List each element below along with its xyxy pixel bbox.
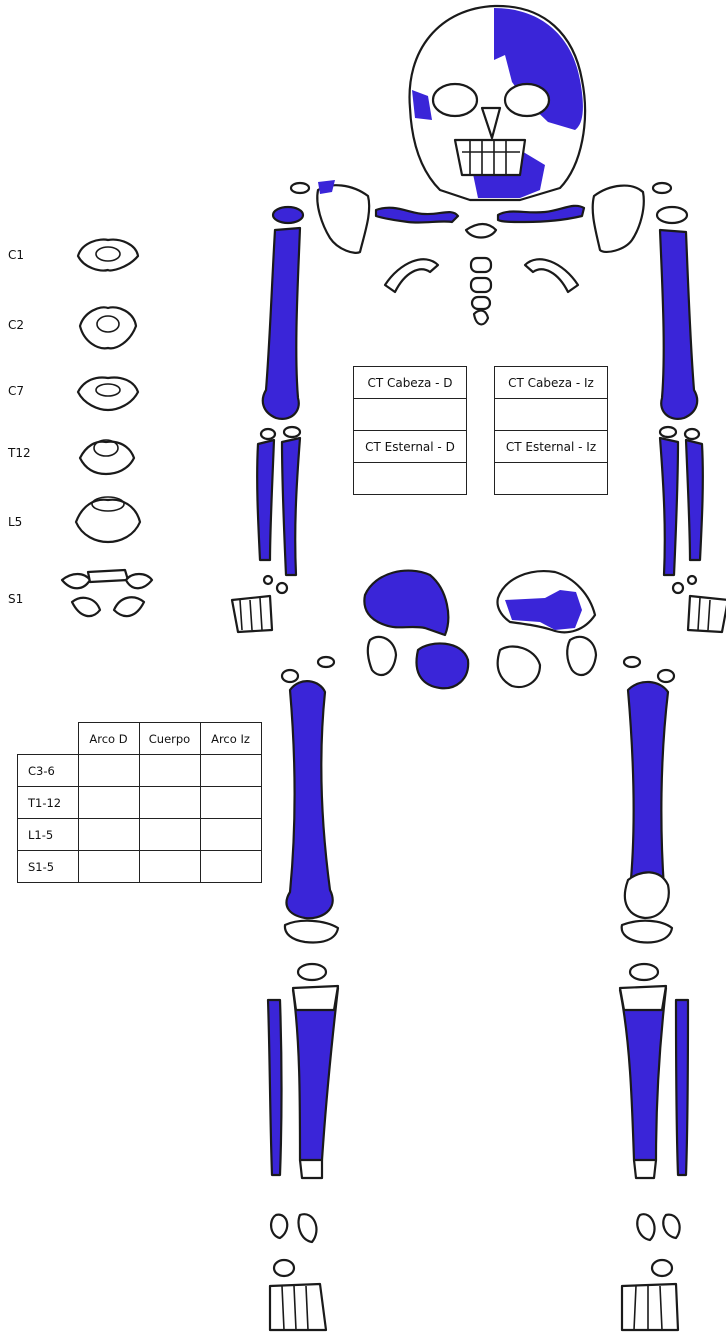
header-cuerpo: Cuerpo (139, 723, 200, 755)
ct-table-right: CT Cabeza - D CT Esternal - D (353, 366, 467, 495)
ct-cabeza-right-value[interactable] (354, 399, 467, 431)
right-arm (232, 207, 303, 632)
ct-table-left: CT Cabeza - Iz CT Esternal - Iz (494, 366, 608, 495)
vertebra-label-c7: C7 (8, 384, 24, 398)
vertebra-table: Arco D Cuerpo Arco Iz C3-6 T1-12 L1-5 S1… (17, 722, 262, 883)
right-leg (268, 657, 338, 1330)
vertebra-label-c2: C2 (8, 318, 24, 332)
table-corner (18, 723, 79, 755)
vertebrae-samples (62, 240, 152, 617)
row-label-c3-6: C3-6 (18, 755, 79, 787)
ct-esternal-left-value[interactable] (495, 463, 608, 495)
left-arm (657, 207, 726, 632)
cell-s1-5-cuerpo[interactable] (139, 851, 200, 883)
cell-t1-12-arco-d[interactable] (78, 787, 139, 819)
ct-esternal-right-value[interactable] (354, 463, 467, 495)
ct-esternal-right: CT Esternal - D (354, 431, 467, 463)
vertebra-label-l5: L5 (8, 515, 22, 529)
row-label-t1-12: T1-12 (18, 787, 79, 819)
left-leg (620, 657, 688, 1330)
pelvis (364, 571, 596, 689)
cell-l1-5-arco-d[interactable] (78, 819, 139, 851)
vertebra-label-s1: S1 (8, 592, 23, 606)
vertebra-label-t12: T12 (8, 446, 31, 460)
row-label-l1-5: L1-5 (18, 819, 79, 851)
ct-esternal-left: CT Esternal - Iz (495, 431, 608, 463)
ct-cabeza-right: CT Cabeza - D (354, 367, 467, 399)
sternum-and-ribs (385, 224, 578, 324)
ct-cabeza-left: CT Cabeza - Iz (495, 367, 608, 399)
cell-c3-6-arco-d[interactable] (78, 755, 139, 787)
skull (410, 6, 586, 200)
cell-s1-5-arco-iz[interactable] (200, 851, 261, 883)
cell-s1-5-arco-d[interactable] (78, 851, 139, 883)
cell-c3-6-cuerpo[interactable] (139, 755, 200, 787)
vertebra-label-c1: C1 (8, 248, 24, 262)
header-arco-iz: Arco Iz (200, 723, 261, 755)
header-arco-d: Arco D (78, 723, 139, 755)
cell-c3-6-arco-iz[interactable] (200, 755, 261, 787)
cell-l1-5-arco-iz[interactable] (200, 819, 261, 851)
cell-t1-12-arco-iz[interactable] (200, 787, 261, 819)
row-label-s1-5: S1-5 (18, 851, 79, 883)
cell-l1-5-cuerpo[interactable] (139, 819, 200, 851)
ct-cabeza-left-value[interactable] (495, 399, 608, 431)
cell-t1-12-cuerpo[interactable] (139, 787, 200, 819)
